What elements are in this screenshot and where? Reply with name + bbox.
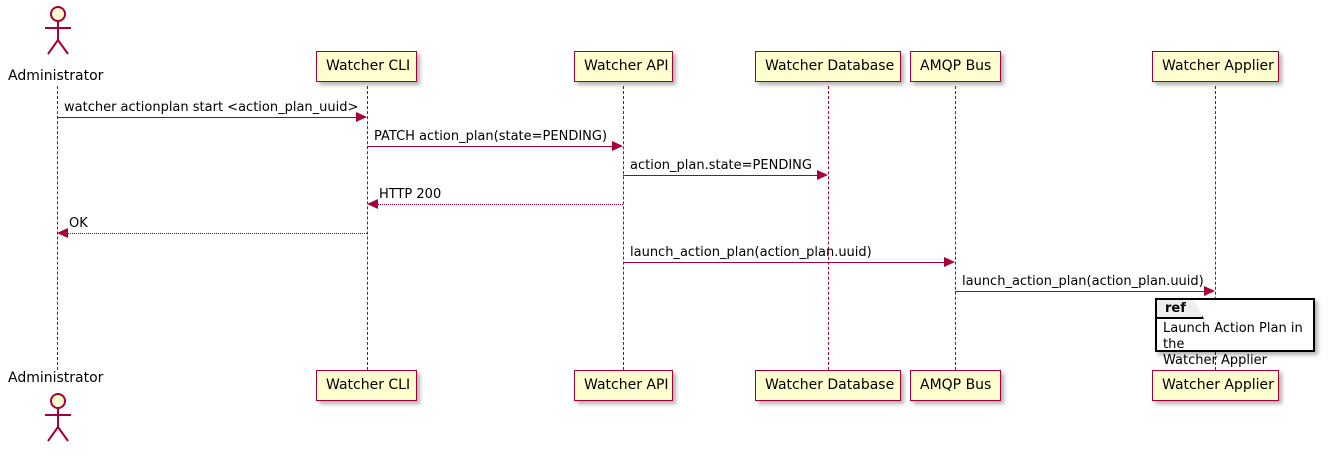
participant-watcher-database-top[interactable]: Watcher Database	[755, 51, 901, 82]
ref-tab-label: ref	[1157, 300, 1204, 319]
message-line-6	[623, 262, 944, 263]
actor-label-administrator-top: Administrator	[8, 68, 104, 84]
message-label-6: launch_action_plan(action_plan.uuid)	[630, 245, 872, 260]
message-label-5: OK	[69, 216, 88, 231]
arrowhead-right-icon	[1204, 286, 1215, 296]
arrowhead-left-icon	[367, 199, 378, 209]
actor-administrator-bottom	[30, 391, 86, 443]
message-line-2	[367, 146, 612, 147]
arrowhead-right-icon	[944, 257, 955, 267]
participant-watcher-database-bottom[interactable]: Watcher Database	[755, 370, 901, 401]
arrowhead-right-icon	[356, 112, 367, 122]
participant-watcher-cli-top[interactable]: Watcher CLI	[316, 51, 417, 82]
message-label-3: action_plan.state=PENDING	[630, 158, 812, 173]
message-label-1: watcher actionplan start <action_plan_uu…	[64, 100, 359, 115]
ref-fragment-text: Launch Action Plan in the Watcher Applie…	[1163, 321, 1303, 368]
ref-fragment[interactable]: ref Launch Action Plan in the Watcher Ap…	[1155, 298, 1315, 368]
lifeline-watcher-applier	[1215, 86, 1216, 370]
participant-watcher-applier-top[interactable]: Watcher Applier	[1152, 51, 1279, 82]
lifeline-watcher-database	[828, 86, 829, 370]
arrowhead-right-icon	[817, 170, 828, 180]
actor-label-administrator-bottom: Administrator	[8, 370, 104, 386]
participant-watcher-api-bottom[interactable]: Watcher API	[574, 370, 673, 401]
lifeline-watcher-api	[623, 86, 624, 370]
message-line-3	[623, 175, 817, 176]
message-line-5	[68, 233, 367, 234]
participant-watcher-applier-bottom[interactable]: Watcher Applier	[1152, 370, 1279, 401]
participant-amqp-bus-bottom[interactable]: AMQP Bus	[910, 370, 1001, 401]
participant-amqp-bus-top[interactable]: AMQP Bus	[910, 51, 1001, 82]
participant-watcher-cli-bottom[interactable]: Watcher CLI	[316, 370, 417, 401]
arrowhead-left-icon	[57, 228, 68, 238]
stick-figure-icon	[45, 6, 71, 55]
message-line-7	[955, 291, 1204, 292]
message-line-4	[378, 204, 623, 205]
participant-watcher-api-top[interactable]: Watcher API	[574, 51, 673, 82]
lifeline-watcher-cli	[367, 86, 368, 370]
arrowhead-right-icon	[612, 141, 623, 151]
actor-administrator-top	[30, 4, 86, 56]
stick-figure-icon	[45, 393, 71, 442]
lifeline-amqp-bus	[955, 86, 956, 370]
message-line-1	[57, 117, 357, 118]
message-label-4: HTTP 200	[379, 187, 442, 202]
message-label-7: launch_action_plan(action_plan.uuid)	[962, 274, 1204, 289]
message-label-2: PATCH action_plan(state=PENDING)	[374, 129, 608, 144]
